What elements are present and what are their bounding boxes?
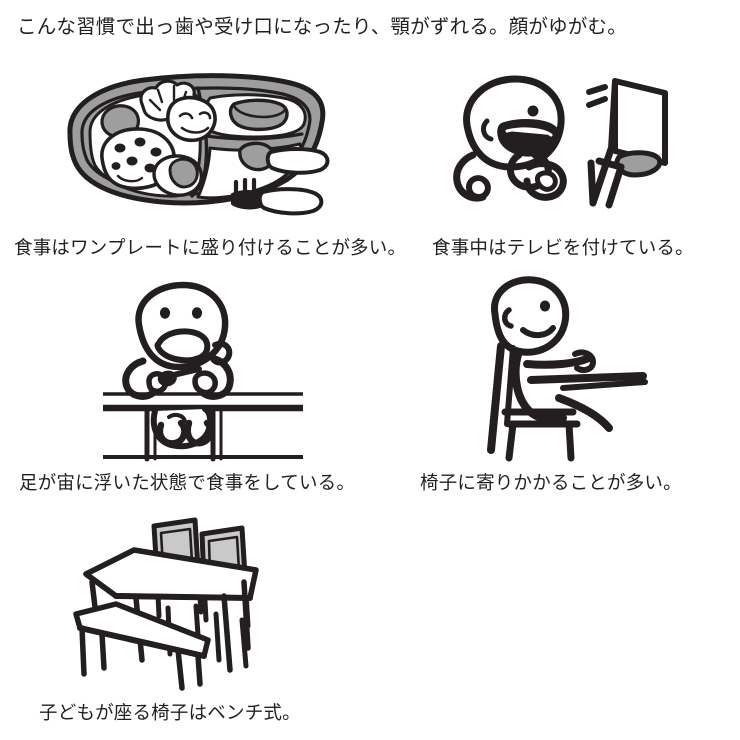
caption-one-plate-meal: 食事はワンプレートに盛り付けることが多い。 bbox=[14, 238, 407, 259]
page-title: こんな習慣で出っ歯や受け口になったり、顎がずれる。顔がゆがむ。 bbox=[17, 15, 627, 38]
caption-bench-seating: 子どもが座る椅子はベンチ式。 bbox=[39, 703, 301, 724]
illustration-feet-dangling bbox=[103, 277, 303, 462]
caption-leaning-on-chair: 椅子に寄りかかることが多い。 bbox=[420, 473, 682, 494]
illustration-tv-while-eating bbox=[443, 63, 673, 228]
illustration-one-plate-meal bbox=[58, 66, 358, 216]
caption-tv-while-eating: 食事中はテレビを付けている。 bbox=[432, 238, 694, 259]
caption-feet-dangling: 足が宙に浮いた状態で食事をしている。 bbox=[19, 473, 356, 494]
illustration-bench-seating bbox=[58, 508, 323, 693]
illustration-leaning-on-chair bbox=[447, 272, 677, 462]
